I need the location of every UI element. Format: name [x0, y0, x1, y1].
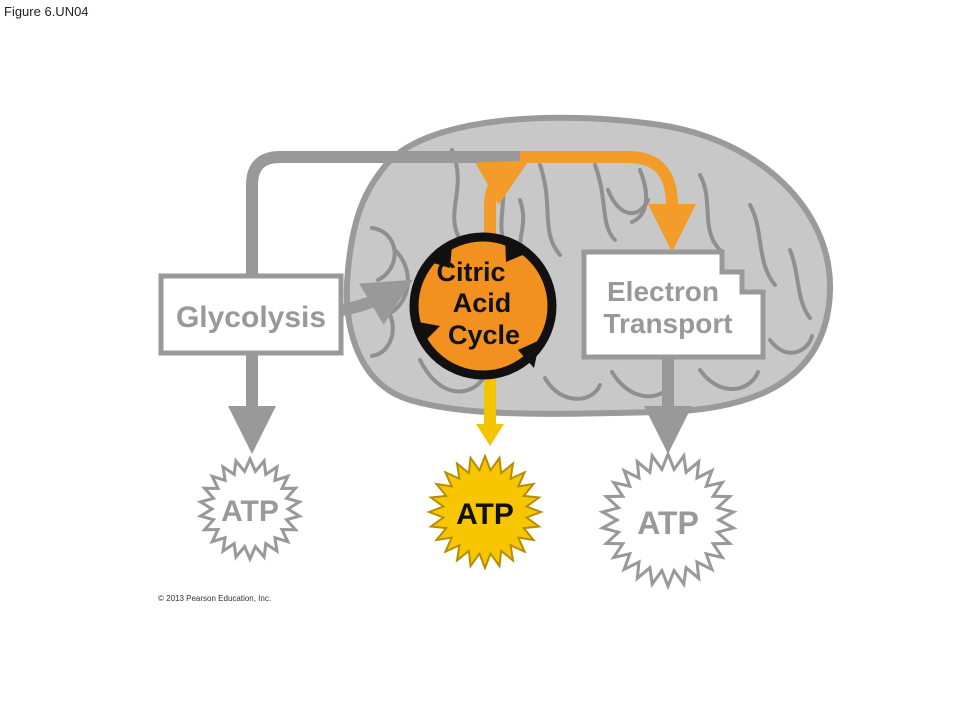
gray-arrow-glycolysis-to-mitochondrion [340, 279, 413, 325]
cycle-arrowheads [418, 238, 540, 368]
electron-transport-label-line1: Electron [607, 276, 719, 307]
atp-burst-electron-transport [598, 449, 738, 591]
glycolysis-box [158, 273, 344, 356]
glycolysis-label: Glycolysis [176, 301, 326, 334]
electron-transport-label-line2: Transport [603, 308, 732, 339]
citric-acid-cycle-label-line1: Citric [436, 257, 505, 287]
figure-label: Figure 6.UN04 [4, 4, 89, 19]
atp-burst-citric-acid-cycle [426, 453, 544, 571]
atp-label-electron-transport: ATP [637, 505, 699, 541]
atp-burst-glycolysis [196, 455, 304, 563]
electron-transport-box [581, 249, 766, 360]
gray-arrow-top [246, 151, 522, 280]
copyright-notice: © 2013 Pearson Education, Inc. [158, 594, 272, 603]
atp-label-citric-acid-cycle: ATP [456, 498, 514, 531]
citric-acid-cycle-label-line2: Acid [453, 288, 512, 318]
atp-label-glycolysis: ATP [221, 495, 279, 528]
citric-acid-cycle-label-line3: Cycle [448, 320, 520, 350]
orange-arrow-to-electron-transport [520, 151, 696, 252]
citric-acid-cycle-circle [409, 232, 557, 380]
orange-arrow-cycle-up [475, 160, 529, 240]
yellow-arrowhead [476, 424, 504, 446]
